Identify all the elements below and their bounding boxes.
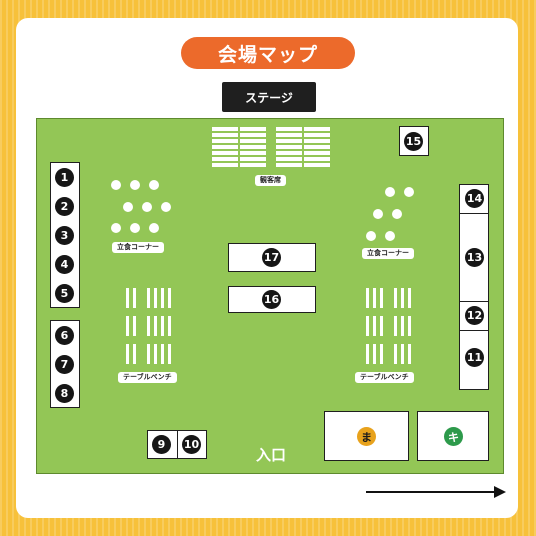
booth-number-3: 3 bbox=[55, 226, 74, 245]
audience-label: 観客席 bbox=[255, 175, 286, 186]
booth-number-12: 12 bbox=[465, 306, 484, 325]
booth-divider bbox=[177, 430, 178, 459]
ki-icon: キ bbox=[444, 427, 463, 446]
direction-arrow-line bbox=[366, 491, 496, 493]
booth-number-4: 4 bbox=[55, 255, 74, 274]
booth-number-14: 14 bbox=[465, 189, 484, 208]
entrance-label: 入口 bbox=[255, 445, 286, 464]
stage: ステージ bbox=[222, 82, 316, 112]
booth-number-5: 5 bbox=[55, 284, 74, 303]
booth-number-17: 17 bbox=[262, 248, 281, 267]
booth-number-11: 11 bbox=[465, 348, 484, 367]
booth-divider bbox=[459, 330, 489, 331]
booth-number-2: 2 bbox=[55, 197, 74, 216]
booth-number-9: 9 bbox=[152, 435, 171, 454]
booth-number-16: 16 bbox=[262, 290, 281, 309]
standing-corner-right-label: 立食コーナー bbox=[362, 248, 414, 259]
booth-divider bbox=[459, 213, 489, 214]
booth-number-6: 6 bbox=[55, 326, 74, 345]
booth-number-7: 7 bbox=[55, 355, 74, 374]
standing-corner-left-label: 立食コーナー bbox=[112, 242, 164, 253]
booth-number-1: 1 bbox=[55, 168, 74, 187]
ma-icon: ま bbox=[357, 427, 376, 446]
booth-divider bbox=[459, 301, 489, 302]
booth-number-15: 15 bbox=[404, 132, 423, 151]
table-bench-left-label: テーブルベンチ bbox=[118, 372, 177, 383]
booth-number-13: 13 bbox=[465, 248, 484, 267]
booth-number-10: 10 bbox=[182, 435, 201, 454]
table-bench-right-label: テーブルベンチ bbox=[355, 372, 414, 383]
arrow-right-icon bbox=[494, 486, 506, 498]
booth-number-8: 8 bbox=[55, 384, 74, 403]
page-title: 会場マップ bbox=[181, 37, 355, 69]
